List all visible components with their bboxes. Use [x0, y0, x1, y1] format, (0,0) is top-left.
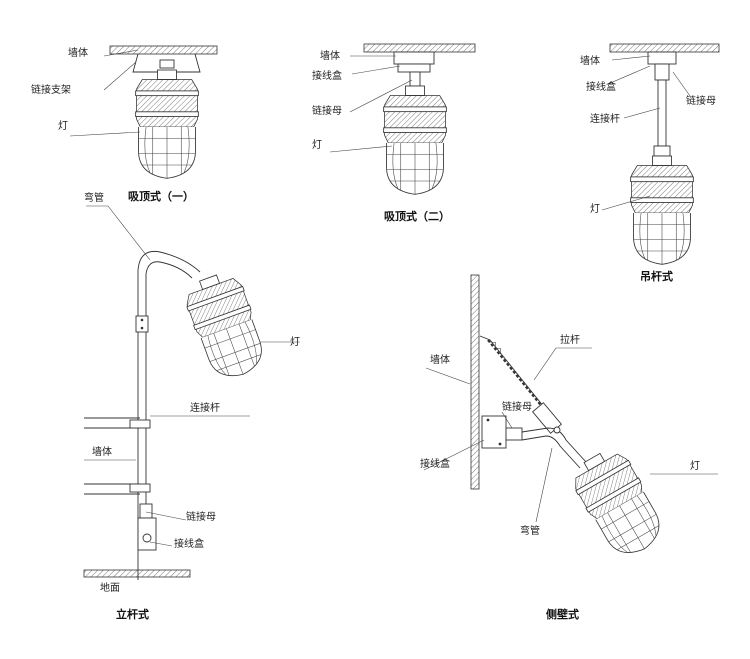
wall-strips	[84, 417, 140, 495]
lamp-icon	[383, 85, 447, 195]
lamp-icon	[135, 69, 199, 179]
label-wall: 墙体	[320, 49, 340, 62]
label-nut: 链接母	[186, 510, 216, 523]
label-wall: 墙体	[580, 54, 600, 67]
lamp-icon	[565, 442, 672, 565]
connecting-rod	[657, 79, 667, 147]
lamp-icon	[179, 267, 272, 385]
bent-pipe	[521, 427, 587, 463]
nut	[139, 503, 153, 519]
label-lamp: 灯	[590, 203, 600, 215]
caption-ceiling-1: 吸顶式（一）	[128, 189, 194, 203]
nut	[654, 63, 670, 81]
junction-box	[393, 51, 435, 65]
diagram-ceiling-mount-2: 墙体 接线盒 链接母 灯 吸顶式（二）	[312, 43, 476, 223]
junction-box	[481, 415, 507, 449]
junction-box	[647, 51, 677, 65]
diagram-pole-mount: 弯管 灯 连接杆 墙体 链接母 接线盒 地面 立杆式	[83, 191, 300, 621]
ceiling-slab	[609, 43, 720, 53]
diagram-pendant-mount: 墙体 接线盒 链接母 连接杆 灯 吊杆式	[580, 43, 720, 283]
ground-slab	[83, 569, 191, 578]
label-junction-box: 接线盒	[586, 80, 616, 93]
label-pull-rod: 拉杆	[560, 333, 580, 346]
diagram-side-wall-mount: 拉杆 墙体 链接母 接线盒 灯 弯管 侧壁式	[420, 274, 718, 621]
label-nut: 链接母	[312, 104, 342, 117]
label-junction-box: 接线盒	[174, 537, 204, 550]
label-wall: 墙体	[430, 353, 450, 366]
label-lamp: 灯	[312, 139, 322, 151]
label-wall: 墙体	[68, 46, 88, 59]
label-nut: 链接母	[686, 94, 716, 107]
label-lamp: 灯	[290, 336, 300, 348]
label-rod: 连接杆	[190, 401, 220, 414]
label-junction-box: 接线盒	[420, 457, 450, 470]
lamp-icon	[630, 155, 694, 265]
caption-side-wall: 侧壁式	[546, 607, 579, 621]
nut	[505, 427, 523, 441]
label-lamp: 灯	[690, 460, 700, 472]
label-rod: 连接杆	[590, 112, 620, 125]
pole	[137, 250, 201, 580]
side-wall	[470, 274, 480, 490]
pull-rod-chain	[489, 341, 502, 355]
ceiling-slab	[109, 45, 218, 55]
label-bent-pipe: 弯管	[84, 191, 104, 204]
nut	[409, 71, 421, 87]
label-nut: 链接母	[502, 400, 532, 413]
label-wall: 墙体	[92, 445, 112, 458]
label-junction-box: 接线盒	[312, 69, 342, 82]
label-ground: 地面	[100, 581, 120, 594]
ceiling-slab	[363, 43, 476, 53]
caption-pendant: 吊杆式	[640, 269, 673, 283]
caption-pole: 立杆式	[116, 607, 149, 621]
label-lamp: 灯	[58, 120, 68, 132]
label-bent-pipe: 弯管	[520, 524, 540, 537]
label-bracket: 链接支架	[31, 83, 71, 96]
caption-ceiling-2: 吸顶式（二）	[384, 209, 450, 223]
diagram-ceiling-mount-1: 墙体 链接支架 灯 吸顶式（一）	[31, 45, 218, 203]
